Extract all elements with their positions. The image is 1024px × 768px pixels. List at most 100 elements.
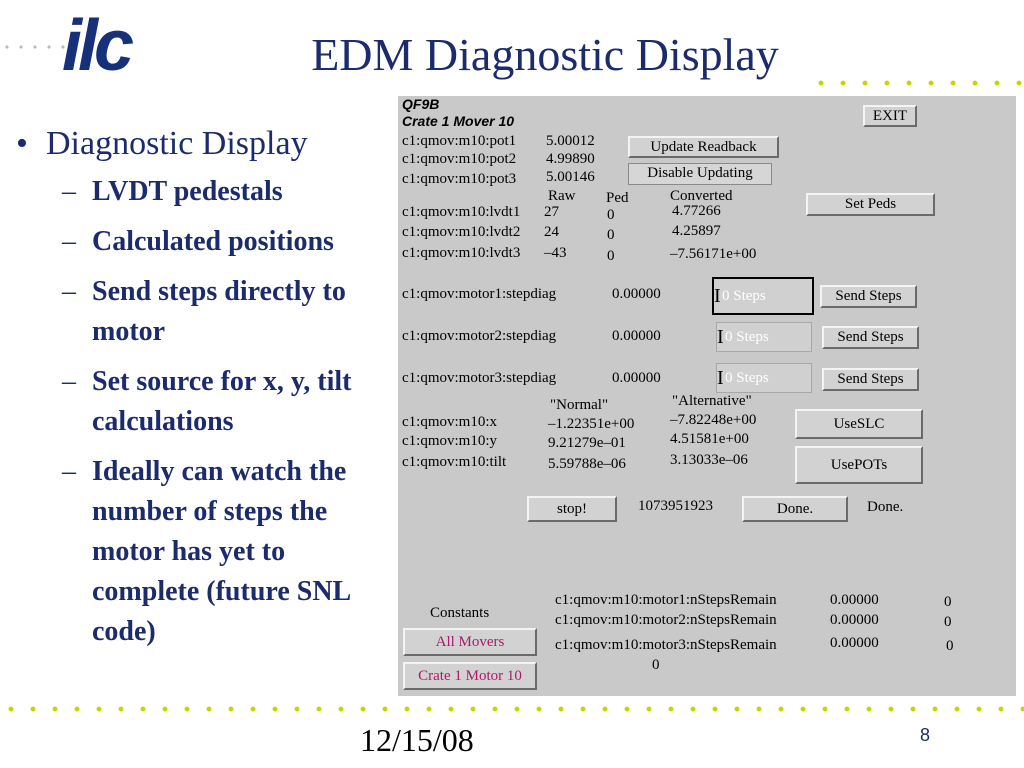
motor3-send-steps-button[interactable]: Send Steps: [822, 368, 919, 391]
exit-button[interactable]: EXIT: [863, 105, 917, 127]
y-normal: 9.21279e–01: [548, 435, 626, 451]
top-dotted-line-left: [0, 44, 70, 50]
motor3-steps-value: 0 Steps: [725, 370, 769, 386]
stop-button[interactable]: stop!: [527, 496, 617, 522]
motor2-remain-count: 0: [944, 614, 952, 630]
bullet-dash: –: [62, 456, 76, 487]
bullet-level2: –Calculated positions: [16, 222, 396, 262]
tilt-pv: c1:qmov:m10:tilt: [402, 454, 507, 470]
lvdt2-pv: c1:qmov:m10:lvdt2: [402, 224, 521, 240]
pot3-value: 5.00146: [546, 169, 595, 185]
bullet-level2: –Ideally can watch the number of steps t…: [16, 452, 392, 652]
motor3-stepdiag-value: 0.00000: [612, 370, 661, 386]
bullet-level2: –LVDT pedestals: [16, 172, 396, 212]
set-peds-button[interactable]: Set Peds: [806, 193, 935, 216]
bullet-dash: –: [62, 276, 76, 307]
lvdt3-ped: 0: [607, 248, 615, 264]
x-normal: –1.22351e+00: [548, 416, 635, 432]
motor1-remain-value: 0.00000: [830, 592, 879, 608]
bullet-level2: –Send steps directly to motor: [16, 272, 392, 352]
counter-value: 1073951923: [638, 498, 713, 514]
lvdt1-raw: 27: [544, 204, 559, 220]
tilt-alternative: 3.13033e–06: [670, 452, 748, 468]
page-number: 8: [920, 725, 931, 745]
lvdt2-raw: 24: [544, 224, 559, 240]
motor1-send-steps-button[interactable]: Send Steps: [820, 285, 917, 308]
lvdt1-pv: c1:qmov:m10:lvdt1: [402, 204, 521, 220]
bullet-dot: •: [16, 125, 28, 162]
slide-date: 12/15/08: [360, 722, 474, 758]
all-movers-button[interactable]: All Movers: [403, 628, 537, 656]
motor1-stepdiag-value: 0.00000: [612, 286, 661, 302]
bullet-text: Set source for x, y, tilt calculations: [92, 366, 352, 437]
bullet-text: Calculated positions: [92, 226, 334, 257]
motor3-remain-value: 0.00000: [830, 635, 879, 651]
normal-header: "Normal": [550, 397, 609, 413]
y-pv: c1:qmov:m10:y: [402, 433, 497, 449]
x-alternative: –7.82248e+00: [670, 412, 757, 428]
lvdt1-ped: 0: [607, 207, 615, 223]
raw-header: Raw: [548, 188, 576, 204]
edm-panel: QF9B Crate 1 Mover 10 EXIT c1:qmov:m10:p…: [398, 96, 1016, 696]
text-cursor-icon: I: [717, 326, 724, 348]
bullet-list: •Diagnostic Display –LVDT pedestals –Cal…: [16, 122, 396, 662]
motor3-stepdiag-pv: c1:qmov:motor3:stepdiag: [402, 370, 557, 386]
use-pots-button[interactable]: UsePOTs: [795, 446, 923, 484]
bullet-level1: • Diagnostic Display: [16, 122, 396, 166]
lvdt3-pv: c1:qmov:m10:lvdt3: [402, 245, 521, 261]
bullet-text: LVDT pedestals: [92, 176, 283, 207]
motor2-steps-value: 0 Steps: [725, 329, 769, 345]
bullet-dash: –: [62, 366, 76, 397]
text-cursor-icon: I: [714, 285, 721, 307]
motor2-send-steps-button[interactable]: Send Steps: [822, 326, 919, 349]
bullet-level2: –Set source for x, y, tilt calculations: [16, 362, 392, 442]
bottom-dotted-line: [0, 706, 1024, 712]
pot1-pv: c1:qmov:m10:pot1: [402, 133, 517, 149]
bullet-text: Send steps directly to motor: [92, 276, 346, 347]
motor1-stepdiag-pv: c1:qmov:motor1:stepdiag: [402, 286, 557, 302]
top-dotted-line-right: [810, 80, 1024, 86]
disable-updating-button[interactable]: Disable Updating: [628, 163, 772, 185]
motor1-remain-count: 0: [944, 594, 952, 610]
text-cursor-icon: I: [717, 367, 724, 389]
lvdt3-raw: –43: [544, 245, 567, 261]
lvdt3-converted: –7.56171e+00: [670, 246, 757, 262]
bullet-text: Diagnostic Display: [46, 125, 308, 162]
panel-crate-label: Crate 1 Mover 10: [402, 113, 515, 129]
ilc-logo: ilc: [62, 6, 134, 86]
use-slc-button[interactable]: UseSLC: [795, 409, 923, 439]
y-alternative: 4.51581e+00: [670, 431, 749, 447]
pot3-pv: c1:qmov:m10:pot3: [402, 171, 517, 187]
lvdt1-converted: 4.77266: [672, 203, 721, 219]
lvdt2-ped: 0: [607, 227, 615, 243]
done-status: Done.: [867, 499, 904, 515]
done-button[interactable]: Done.: [742, 496, 848, 522]
converted-header: Converted: [670, 188, 733, 204]
motor2-remain-pv: c1:qmov:m10:motor2:nStepsRemain: [555, 612, 777, 628]
constants-label: Constants: [430, 605, 490, 621]
bullet-dash: –: [62, 176, 76, 207]
motor3-remain-count: 0: [946, 638, 954, 654]
bullet-dash: –: [62, 226, 76, 257]
lvdt2-converted: 4.25897: [672, 223, 721, 239]
crate-motor-button[interactable]: Crate 1 Motor 10: [403, 662, 537, 690]
trailing-zero: 0: [652, 657, 660, 673]
bullet-text: Ideally can watch the number of steps th…: [92, 456, 350, 647]
motor2-stepdiag-value: 0.00000: [612, 328, 661, 344]
tilt-normal: 5.59788e–06: [548, 456, 626, 472]
pot1-value: 5.00012: [546, 133, 595, 149]
motor1-remain-pv: c1:qmov:m10:motor1:nStepsRemain: [555, 592, 777, 608]
pot2-value: 4.99890: [546, 151, 595, 167]
alternative-header: "Alternative": [672, 393, 752, 409]
x-pv: c1:qmov:m10:x: [402, 414, 497, 430]
panel-device-name: QF9B: [402, 96, 440, 112]
update-readback-button[interactable]: Update Readback: [628, 136, 779, 158]
motor2-remain-value: 0.00000: [830, 612, 879, 628]
ped-header: Ped: [606, 190, 629, 206]
motor1-steps-value: 0 Steps: [722, 288, 766, 304]
slide-title: EDM Diagnostic Display: [311, 29, 779, 80]
motor2-stepdiag-pv: c1:qmov:motor2:stepdiag: [402, 328, 557, 344]
